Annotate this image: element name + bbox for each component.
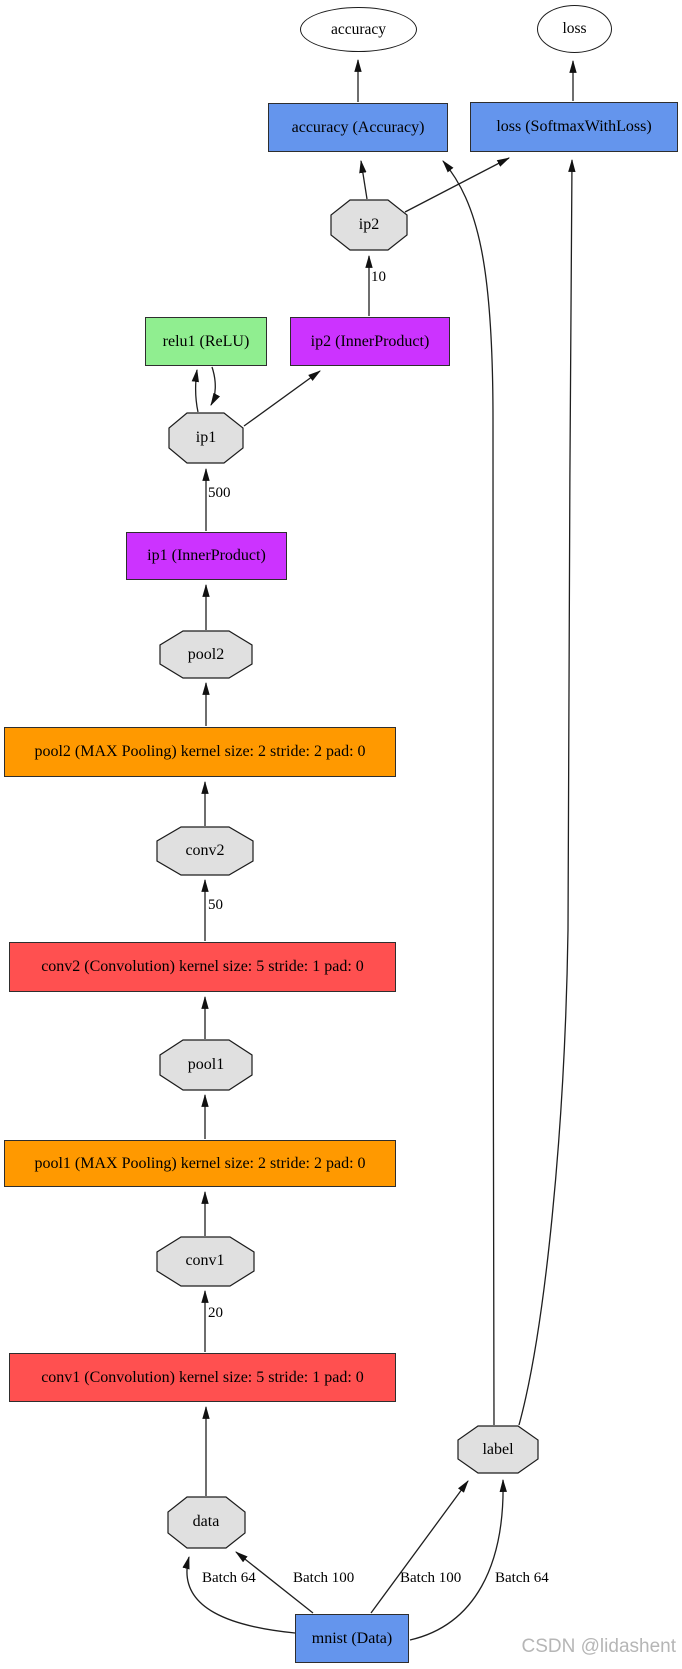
layer-node-ip1-label: ip1 (InnerProduct)	[147, 547, 266, 564]
blob-node-conv2	[156, 826, 254, 876]
layer-node-conv2: conv2 (Convolution) kernel size: 5 strid…	[9, 942, 396, 992]
blob-node-pool1-label: pool1	[187, 1056, 225, 1073]
edge-label-ip2-outputs: 10	[371, 269, 386, 285]
blob-node-ip1-label: ip1	[195, 429, 217, 446]
blob-node-conv1	[156, 1236, 255, 1287]
edge-label-conv1-outputs: 20	[208, 1305, 223, 1321]
edge-mnist-to-label-test	[370, 1480, 469, 1614]
edge-label-ip1-outputs: 500	[208, 485, 231, 501]
blob-node-ip2	[330, 199, 408, 251]
layer-node-relu1: relu1 (ReLU)	[145, 317, 267, 366]
edge-mnist-to-label-train	[409, 1478, 507, 1641]
layer-node-pool2: pool2 (MAX Pooling) kernel size: 2 strid…	[4, 727, 396, 777]
edge-label-batch100-data: Batch 100	[293, 1570, 355, 1586]
edge-ip1-blob-to-ip2-layer	[243, 370, 321, 427]
edge-ip1-blob-to-relu1	[191, 368, 199, 413]
csdn-watermark: CSDN @lidashent	[521, 1636, 676, 1657]
layer-node-loss: loss (SoftmaxWithLoss)	[470, 102, 678, 152]
layer-node-ip2: ip2 (InnerProduct)	[290, 317, 450, 366]
layer-node-ip1: ip1 (InnerProduct)	[126, 532, 287, 580]
output-node-loss: loss	[537, 5, 612, 53]
edge-label-batch64-data: Batch 64	[202, 1570, 256, 1586]
layer-node-pool1: pool1 (MAX Pooling) kernel size: 2 strid…	[4, 1140, 396, 1187]
blob-node-pool1	[159, 1039, 253, 1091]
edge-label-conv2-outputs: 50	[208, 897, 223, 913]
layer-node-accuracy-label: accuracy (Accuracy)	[291, 118, 425, 136]
layer-node-loss-label: loss (SoftmaxWithLoss)	[496, 118, 652, 135]
blob-node-pool2-label: pool2	[187, 646, 225, 663]
blob-node-conv1-label: conv1	[185, 1252, 225, 1269]
blob-node-label-label: label	[482, 1441, 514, 1458]
blob-node-ip1	[168, 412, 244, 464]
layer-node-accuracy: accuracy (Accuracy)	[268, 103, 448, 152]
blob-node-label	[457, 1425, 539, 1474]
edge-label-blob-to-loss-layer	[518, 158, 576, 1426]
output-node-accuracy: accuracy	[300, 7, 417, 52]
edge-mnist-to-data-test	[235, 1551, 314, 1614]
layer-node-conv2-label: conv2 (Convolution) kernel size: 5 strid…	[41, 958, 364, 975]
edge-ip2-blob-to-accuracy-layer	[359, 159, 368, 200]
edge-label-batch100-label: Batch 100	[400, 1570, 462, 1586]
layer-node-conv1-label: conv1 (Convolution) kernel size: 5 strid…	[41, 1368, 364, 1386]
layer-node-mnist-label: mnist (Data)	[311, 1629, 393, 1647]
edge-label-batch64-label: Batch 64	[495, 1570, 549, 1586]
output-node-accuracy-label: accuracy	[330, 20, 387, 38]
layer-node-pool2-label: pool2 (MAX Pooling) kernel size: 2 strid…	[34, 743, 366, 760]
layer-node-relu1-label: relu1 (ReLU)	[162, 332, 250, 350]
layer-node-ip2-label: ip2 (InnerProduct)	[310, 332, 430, 350]
edge-mnist-to-data-train	[182, 1555, 296, 1634]
blob-node-pool2	[159, 630, 253, 679]
edge-label-blob-to-accuracy-layer	[442, 160, 495, 1426]
layer-node-pool1-label: pool1 (MAX Pooling) kernel size: 2 strid…	[34, 1154, 366, 1172]
blob-node-data-label: data	[192, 1513, 220, 1530]
blob-node-conv2-label: conv2	[185, 842, 225, 859]
blob-node-ip2-label: ip2	[358, 216, 380, 233]
layer-node-mnist: mnist (Data)	[295, 1614, 409, 1663]
edge-relu1-to-ip1-blob	[210, 366, 221, 406]
blob-node-data	[167, 1496, 246, 1549]
layer-node-conv1: conv1 (Convolution) kernel size: 5 strid…	[9, 1353, 396, 1402]
edge-ip2-blob-to-loss-layer	[404, 157, 510, 213]
output-node-loss-label: loss	[562, 20, 587, 37]
